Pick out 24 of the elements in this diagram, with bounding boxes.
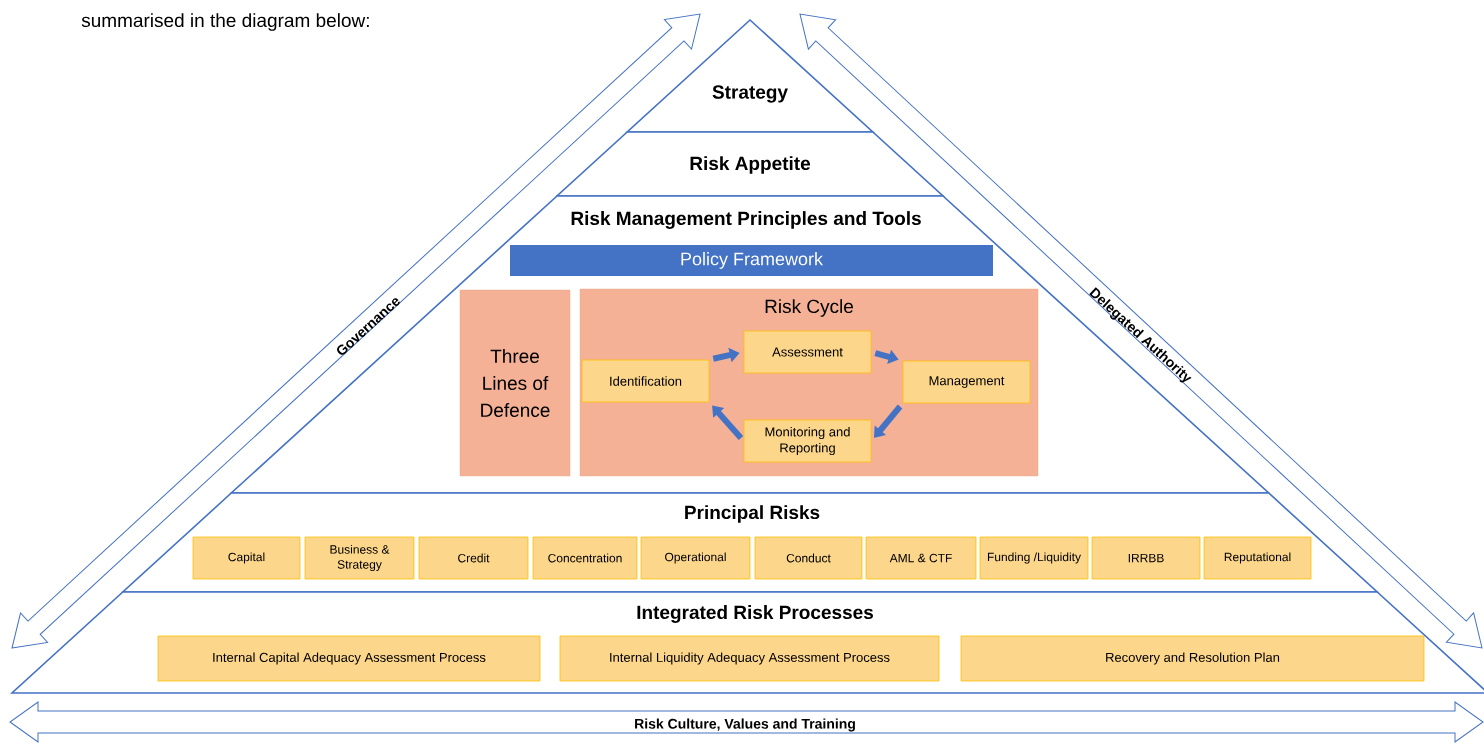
arrow-label: Risk Culture, Values and Training bbox=[635, 718, 855, 732]
process-box: Management bbox=[902, 360, 1031, 404]
process-box: Assessment bbox=[743, 330, 872, 374]
process-box: Internal Liquidity Adequacy Assessment Process bbox=[559, 635, 940, 682]
intro-text: summarised in the diagram below: bbox=[81, 13, 369, 31]
process-box: Identification bbox=[581, 359, 710, 403]
panel: Three Lines of Defence bbox=[459, 289, 571, 477]
process-box: Credit bbox=[418, 536, 529, 580]
process-box: Internal Capital Adequacy Assessment Process bbox=[157, 635, 541, 682]
process-box: Concentration bbox=[532, 536, 638, 580]
process-box: Operational bbox=[640, 536, 751, 580]
node-label: Integrated Risk Processes bbox=[637, 605, 873, 623]
arrow bbox=[712, 405, 744, 440]
process-box: Recovery and Resolution Plan bbox=[960, 635, 1425, 682]
process-box: IRRBB bbox=[1091, 536, 1201, 580]
process-box: AML & CTF bbox=[865, 536, 977, 580]
process-box: Monitoring and Reporting bbox=[743, 419, 872, 463]
process-box: Conduct bbox=[754, 536, 863, 580]
process-box: Reputational bbox=[1203, 536, 1312, 580]
process-box: Capital bbox=[192, 536, 301, 580]
arrow bbox=[874, 404, 903, 438]
process-box: Business & Strategy bbox=[304, 536, 415, 580]
policy-bar: Policy Framework bbox=[510, 245, 993, 276]
process-box: Funding /Liquidity bbox=[979, 536, 1089, 580]
